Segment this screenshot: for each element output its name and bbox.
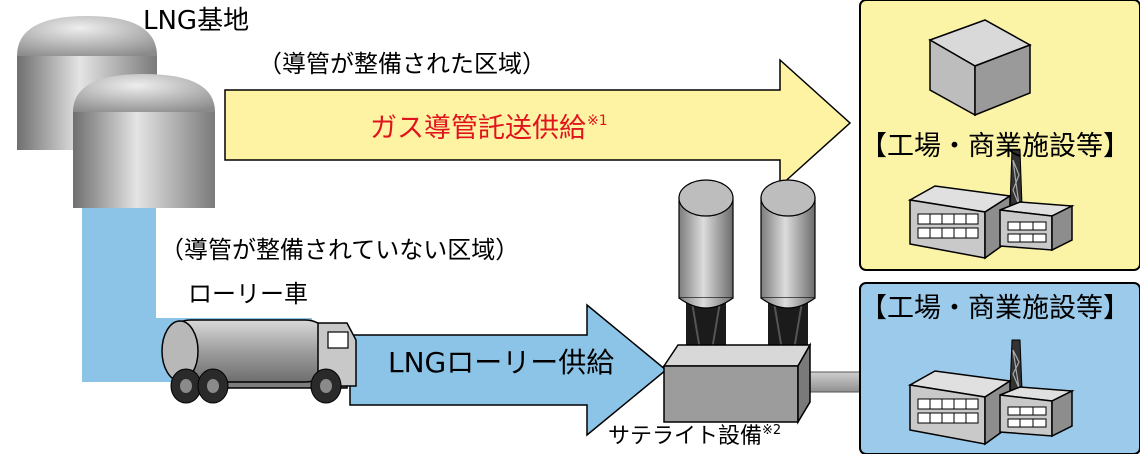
- satellite-base-icon: [662, 342, 812, 425]
- lng-tank-front: [73, 74, 215, 208]
- satellite-facility-text: サテライト設備: [608, 424, 763, 449]
- lng-base-label: LNG基地: [143, 6, 250, 36]
- lorry-truck-icon: [161, 319, 357, 404]
- gas-pipeline-supply-text: ガス導管託送供給: [370, 113, 586, 144]
- note1-marker: ※1: [587, 113, 608, 129]
- satellite-silos-icon: [678, 179, 816, 351]
- factory-icon-upper: [907, 149, 1075, 260]
- note2-marker: ※2: [762, 423, 782, 438]
- facility-lower-label: 【工場・商業施設等】: [860, 293, 1130, 324]
- house-icon: [928, 19, 1032, 117]
- facility-upper-label: 【工場・商業施設等】: [860, 131, 1130, 162]
- lng-lorry-supply-label: LNGローリー供給: [388, 346, 615, 379]
- lorry-truck-label: ローリー車: [188, 280, 308, 308]
- satellite-facility-label: サテライト設備※2: [608, 424, 781, 448]
- gas-pipeline-supply-label: ガス導管託送供給※1: [370, 114, 608, 142]
- factory-icon-lower: [907, 339, 1075, 446]
- non-piped-area-label: （導管が整備されていない区域）: [160, 236, 520, 264]
- lng-lorry-supply-arrow: [349, 303, 668, 437]
- piped-area-label: （導管が整備された区域）: [258, 50, 546, 78]
- gas-pipeline-arrow: [224, 58, 852, 188]
